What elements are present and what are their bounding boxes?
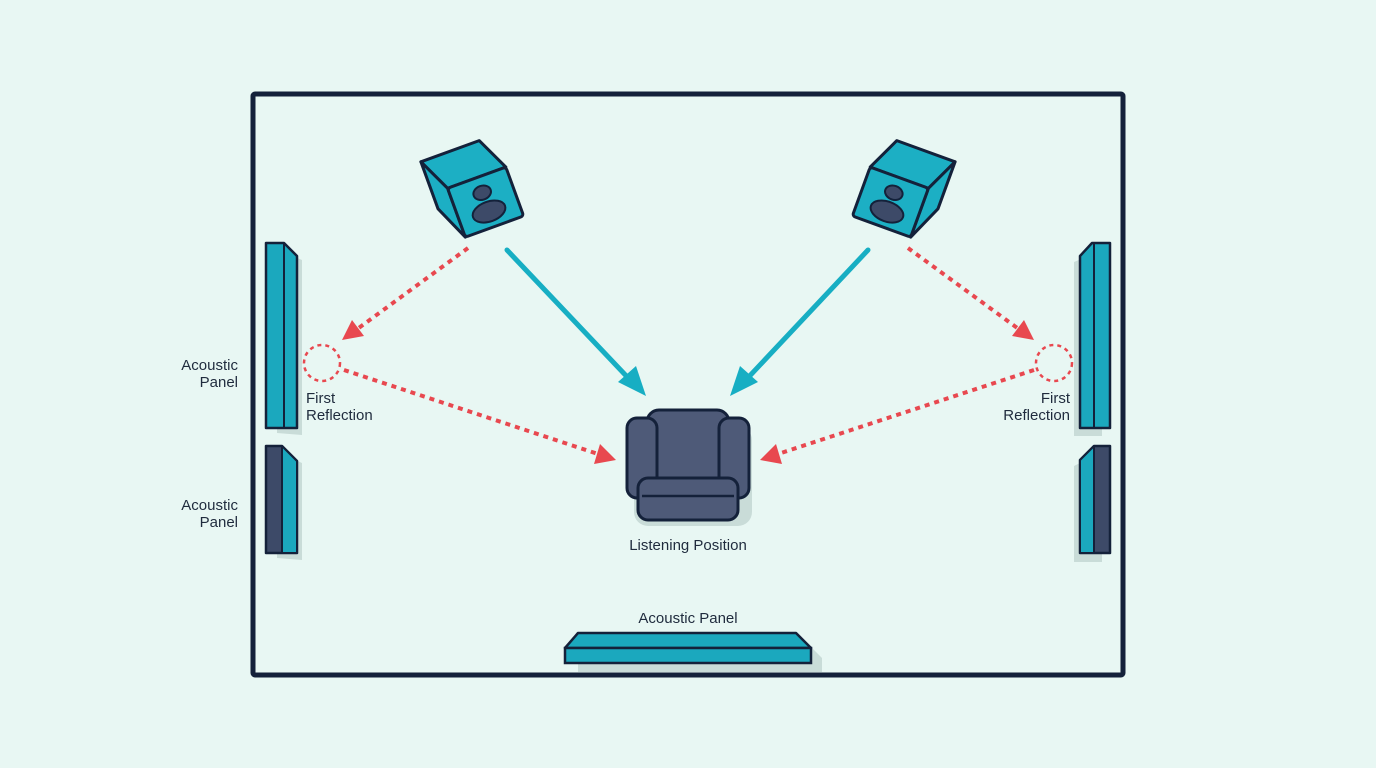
acoustic-panel-icon [563,631,822,672]
acoustic-panel-icon [264,444,302,560]
reflection-path-left [302,246,616,464]
direct-path-left [504,247,646,396]
reflection-label-left: First Reflection [306,390,373,424]
reflection-label-right: First Reflection [1003,390,1070,424]
panel-label-back: Acoustic Panel [638,610,738,627]
panel-label-left-upper: Acoustic Panel [181,357,238,391]
chair-icon [625,408,752,526]
panel-label-left-lower: Acoustic Panel [181,497,238,531]
acoustic-panel-icon [264,241,302,435]
speaker-icon [851,139,957,239]
reflection-point-left [302,343,342,383]
room-wall [250,91,1126,678]
reflection-point-right [1034,343,1074,383]
speaker-icon [419,139,525,239]
acoustic-panel-icon [1074,444,1112,562]
listening-position-label: Listening Position [629,537,747,554]
reflection-path-right [760,246,1074,464]
direct-path-right [730,247,871,396]
acoustic-panel-icon [1074,241,1112,436]
